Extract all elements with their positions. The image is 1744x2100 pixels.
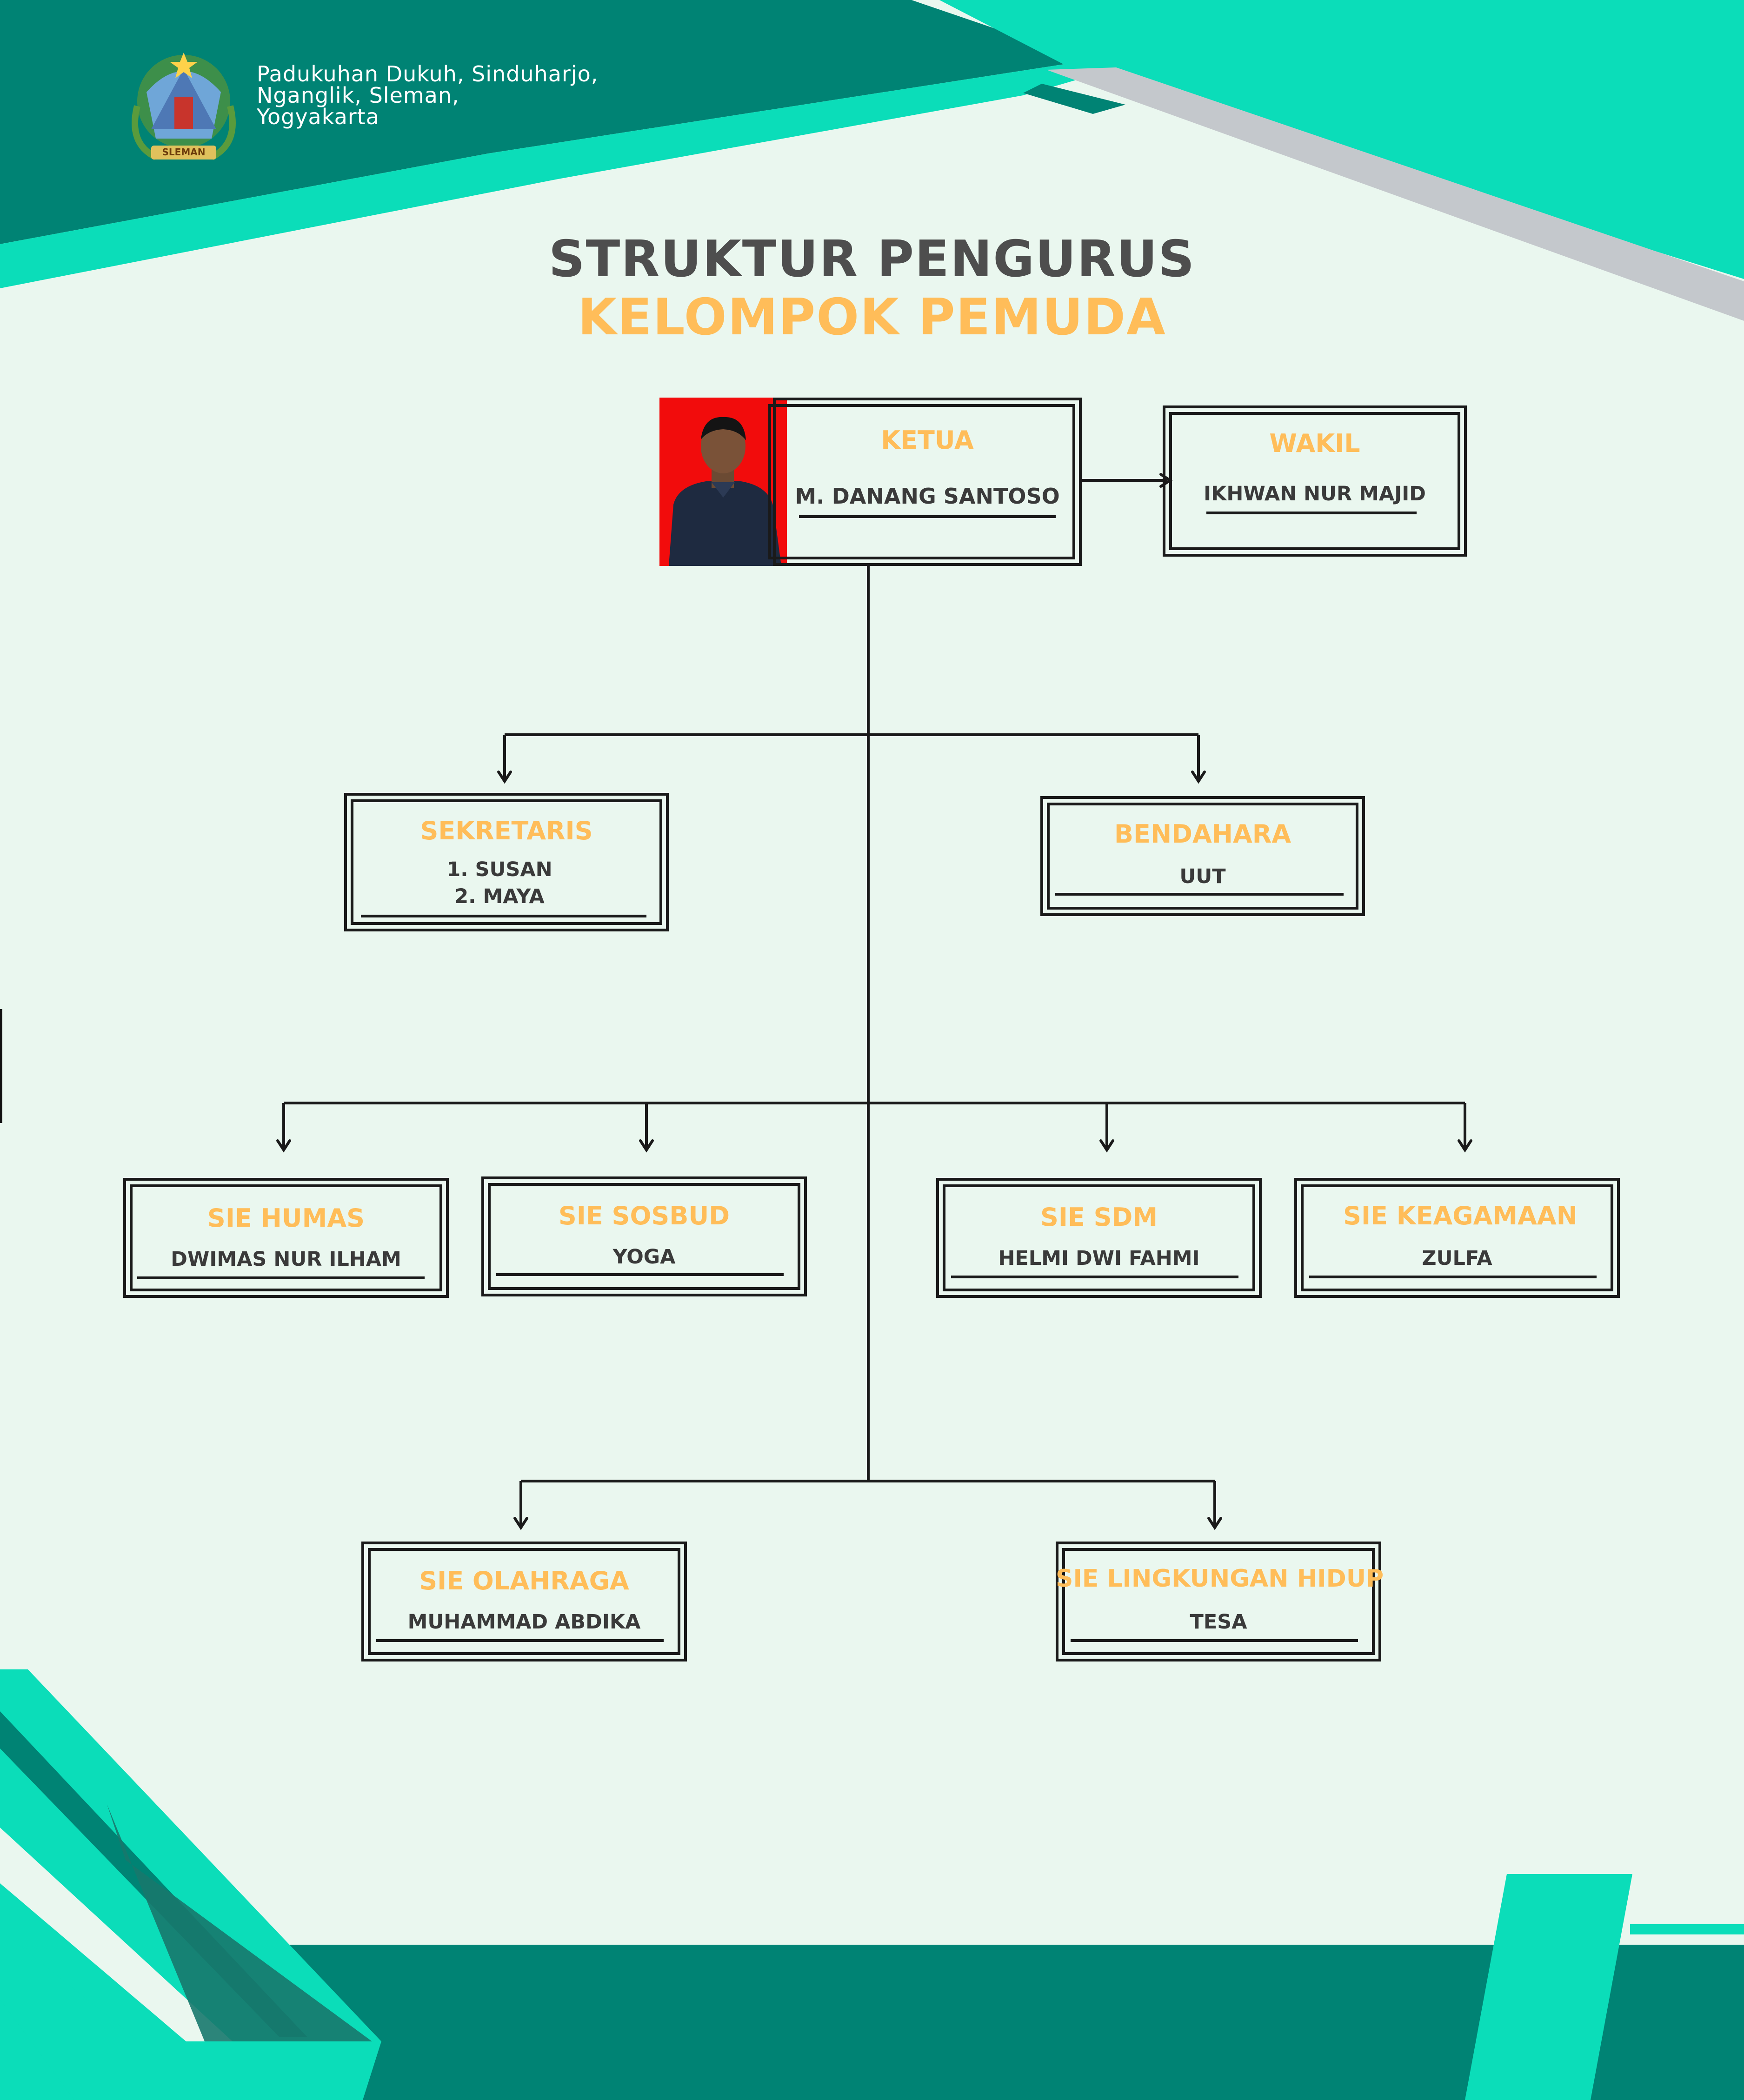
sie-lingkungan-hidup-box: SIE LINGKUNGAN HIDUP TESA: [1056, 1542, 1384, 1661]
sie-sosbud-underline: [496, 1273, 784, 1276]
sie-lingkungan-hidup-name: TESA: [1190, 1610, 1247, 1634]
sleman-regency-emblem-icon: [132, 53, 236, 160]
sie-olahraga-box: SIE OLAHRAGA MUHAMMAD ABDIKA: [361, 1542, 687, 1661]
org-arrowheads: [276, 473, 1472, 1530]
bendahara-underline: [1055, 893, 1344, 896]
sie-sosbud-box: SIE SOSBUD YOGA: [481, 1176, 807, 1296]
sie-humas-role: SIE HUMAS: [207, 1203, 365, 1233]
sie-lingkungan-hidup-role: SIE LINGKUNGAN HIDUP: [1056, 1565, 1384, 1593]
ketua-role: KETUA: [881, 425, 974, 455]
wakil-name: IKHWAN NUR MAJID: [1204, 482, 1426, 505]
sie-sdm-box: SIE SDM HELMI DWI FAHMI: [936, 1178, 1262, 1298]
sekretaris-name-1: 1. SUSAN: [446, 858, 552, 881]
footer-light-block: [1465, 1874, 1632, 2100]
header-stripe-light: [0, 60, 1112, 288]
sie-sosbud-name: YOGA: [612, 1245, 676, 1269]
header-band-dark: [0, 0, 1088, 244]
location-line-3: Yogyakarta: [257, 104, 379, 129]
org-connectors: [282, 479, 1466, 1525]
person-photo-icon: [659, 398, 787, 566]
sie-keagamaan-role: SIE KEAGAMAAN: [1343, 1201, 1578, 1230]
header-location: Padukuhan Dukuh, Sinduharjo, Nganglik, S…: [257, 63, 675, 127]
ketua-box: KETUA M. DANANG SANTOSO: [768, 398, 1082, 566]
sie-sdm-underline: [951, 1276, 1238, 1278]
sie-sdm-role: SIE SDM: [1040, 1203, 1158, 1232]
page-title: STRUKTUR PENGURUS: [548, 230, 1196, 288]
sie-humas-underline: [137, 1276, 425, 1279]
sie-sosbud-role: SIE SOSBUD: [558, 1201, 730, 1230]
sie-keagamaan-box: SIE KEAGAMAAN ZULFA: [1294, 1178, 1620, 1298]
sie-olahraga-role: SIE OLAHRAGA: [419, 1566, 629, 1595]
corner-stripe-6: [0, 2000, 74, 2100]
wakil-role: WAKIL: [1269, 429, 1360, 458]
sekretaris-name-2: 2. MAYA: [454, 885, 545, 908]
emblem-banner-text: SLEMAN: [162, 146, 206, 158]
sekretaris-underline: [361, 915, 646, 917]
sekretaris-box: SEKRETARIS 1. SUSAN 2. MAYA: [344, 793, 669, 931]
header-corner-light: [939, 0, 1744, 279]
header-stripe-dark: [1023, 84, 1125, 114]
sie-humas-name: DWIMAS NUR ILHAM: [171, 1248, 401, 1271]
bendahara-box: BENDAHARA UUT: [1040, 796, 1365, 916]
wakil-underline: [1206, 512, 1417, 514]
sie-olahraga-name: MUHAMMAD ABDIKA: [407, 1610, 641, 1634]
footer-light-line: [1630, 1924, 1744, 1934]
location-line-2: Nganglik, Sleman,: [257, 83, 459, 108]
location-line-1: Padukuhan Dukuh, Sinduharjo,: [257, 61, 599, 86]
sie-humas-box: SIE HUMAS DWIMAS NUR ILHAM: [123, 1178, 449, 1298]
page-subtitle: KELOMPOK PEMUDA: [578, 288, 1166, 346]
sie-lingkungan-hidup-underline: [1071, 1639, 1358, 1642]
corner-stripe-4: [0, 1883, 186, 2041]
corner-stripe-3: [0, 1828, 233, 2041]
left-edge-mark: [0, 1009, 2, 1123]
header-stripe-gray: [1046, 67, 1744, 321]
sie-olahraga-underline: [376, 1639, 664, 1642]
sie-keagamaan-name: ZULFA: [1422, 1247, 1492, 1270]
sie-keagamaan-underline: [1309, 1276, 1597, 1278]
bendahara-name: UUT: [1179, 865, 1226, 888]
sie-sdm-name: HELMI DWI FAHMI: [998, 1247, 1200, 1270]
corner-stripe-5: [107, 1804, 372, 2041]
ketua-underline: [799, 515, 1056, 518]
wakil-box: WAKIL IKHWAN NUR MAJID: [1163, 405, 1467, 557]
sekretaris-role: SEKRETARIS: [420, 816, 593, 845]
bendahara-role: BENDAHARA: [1114, 819, 1291, 849]
ketua-name: M. DANANG SANTOSO: [795, 484, 1060, 509]
